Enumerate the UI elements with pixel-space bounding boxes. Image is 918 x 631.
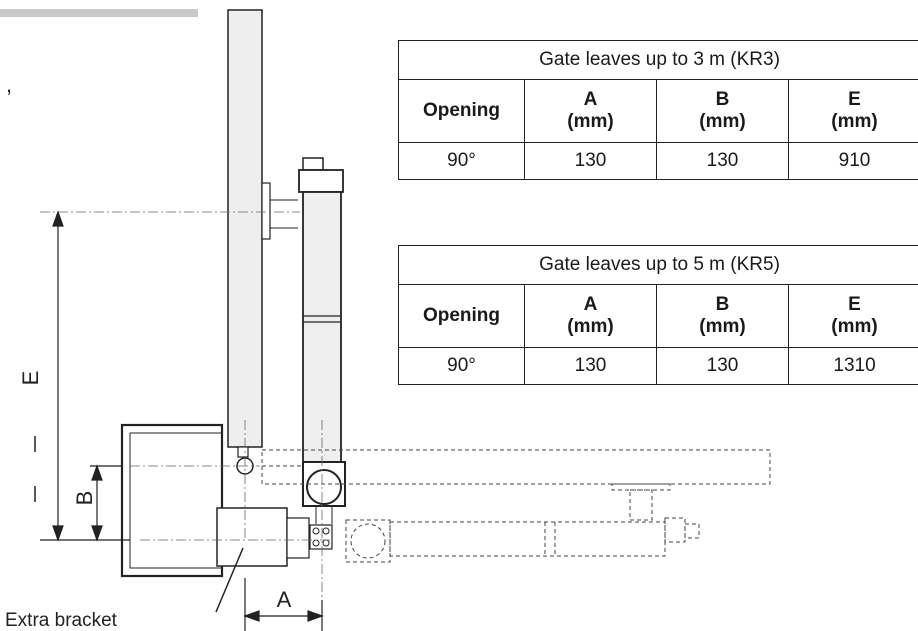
header-opening: Opening — [398, 79, 525, 143]
motor-pivot — [309, 524, 333, 550]
motor-cap — [302, 157, 324, 171]
dimension-b — [90, 464, 122, 542]
gate-leaf — [227, 9, 263, 448]
header-opening: Opening — [398, 284, 525, 348]
cell-a: 130 — [524, 347, 657, 385]
header-a: A(mm) — [524, 79, 657, 143]
cell-b: 130 — [656, 347, 789, 385]
cell-b: 130 — [656, 142, 789, 180]
dim-a-label: A — [277, 587, 292, 612]
table-caption: Gate leaves up to 3 m (KR3) — [397, 40, 918, 80]
dim-b-label: B — [72, 491, 97, 506]
cell-opening: 90° — [398, 142, 525, 180]
motor-head — [298, 169, 344, 193]
header-b: B(mm) — [656, 79, 789, 143]
motor-open — [345, 517, 700, 563]
cell-opening: 90° — [398, 347, 525, 385]
spec-table-kr5: Gate leaves up to 5 m (KR5) Opening A(mm… — [397, 245, 918, 385]
dimension-e — [40, 210, 130, 542]
edge-fragment: , — [6, 72, 12, 97]
cell-e: 910 — [787, 142, 918, 180]
extra-bracket-leader — [215, 547, 244, 613]
extra-bracket-label: Extra bracket — [5, 610, 118, 631]
header-e: E(mm) — [787, 79, 918, 143]
cell-a: 130 — [524, 142, 657, 180]
dimension-a — [243, 578, 324, 631]
extra-bracket — [216, 507, 288, 567]
header-a: A(mm) — [524, 284, 657, 348]
header-bar — [0, 9, 198, 17]
header-e: E(mm) — [787, 284, 918, 348]
pillar — [120, 423, 224, 578]
gate-bracket — [261, 182, 271, 240]
gate-leaf-open — [261, 449, 771, 521]
cell-e: 1310 — [787, 347, 918, 385]
dim-e-label: E — [18, 371, 43, 386]
header-b: B(mm) — [656, 284, 789, 348]
spec-table-kr3: Gate leaves up to 3 m (KR3) Opening A(mm… — [397, 40, 918, 180]
table-caption: Gate leaves up to 5 m (KR5) — [397, 245, 918, 285]
